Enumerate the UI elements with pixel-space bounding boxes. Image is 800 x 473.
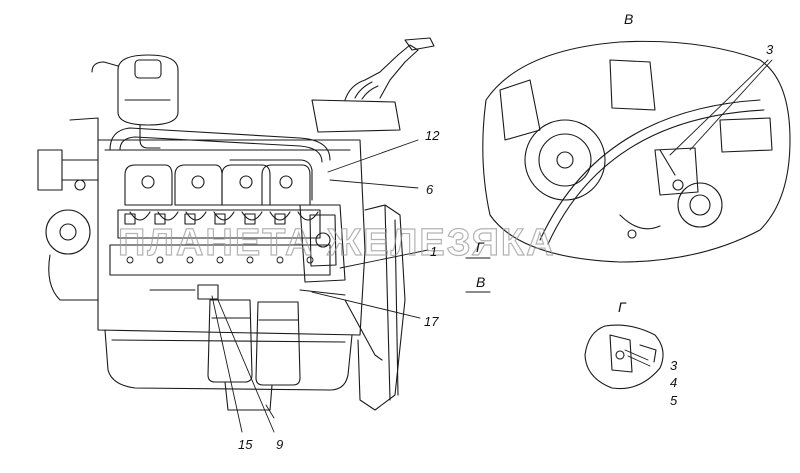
callout-3-view-v: 3: [766, 42, 774, 57]
injector-row: [117, 209, 321, 239]
callout-12: 12: [425, 128, 440, 143]
flywheel-housing: [357, 204, 406, 411]
view-label-g-title: Г: [618, 299, 627, 315]
fuel-filters: [197, 284, 301, 411]
callout-6: 6: [426, 182, 434, 197]
engine-main-view: [37, 37, 435, 411]
callout-4: 4: [670, 375, 677, 390]
detail-view-g: [584, 324, 664, 390]
callout-1: 1: [430, 244, 437, 259]
view-label-v-title: В: [624, 11, 633, 27]
callout-3-view-g: 3: [670, 358, 678, 373]
callout-17: 17: [424, 314, 439, 329]
detail-view-v: [482, 40, 791, 263]
callout-5: 5: [670, 393, 678, 408]
gear-shifter: [311, 37, 435, 133]
callout-9: 9: [276, 437, 283, 452]
view-arrows: [465, 257, 491, 293]
view-arrow-label-v: В: [476, 274, 485, 290]
callout-leaders: [211, 139, 429, 433]
valve-covers: [124, 164, 311, 206]
watermark-text: ПЛАНЕТА ЖЕЛЕЗЯКА: [118, 222, 556, 264]
front-pulleys: [37, 117, 99, 301]
air-filter: [91, 54, 179, 149]
view-arrow-label-g: Г: [476, 239, 485, 255]
callout-15: 15: [238, 437, 253, 452]
